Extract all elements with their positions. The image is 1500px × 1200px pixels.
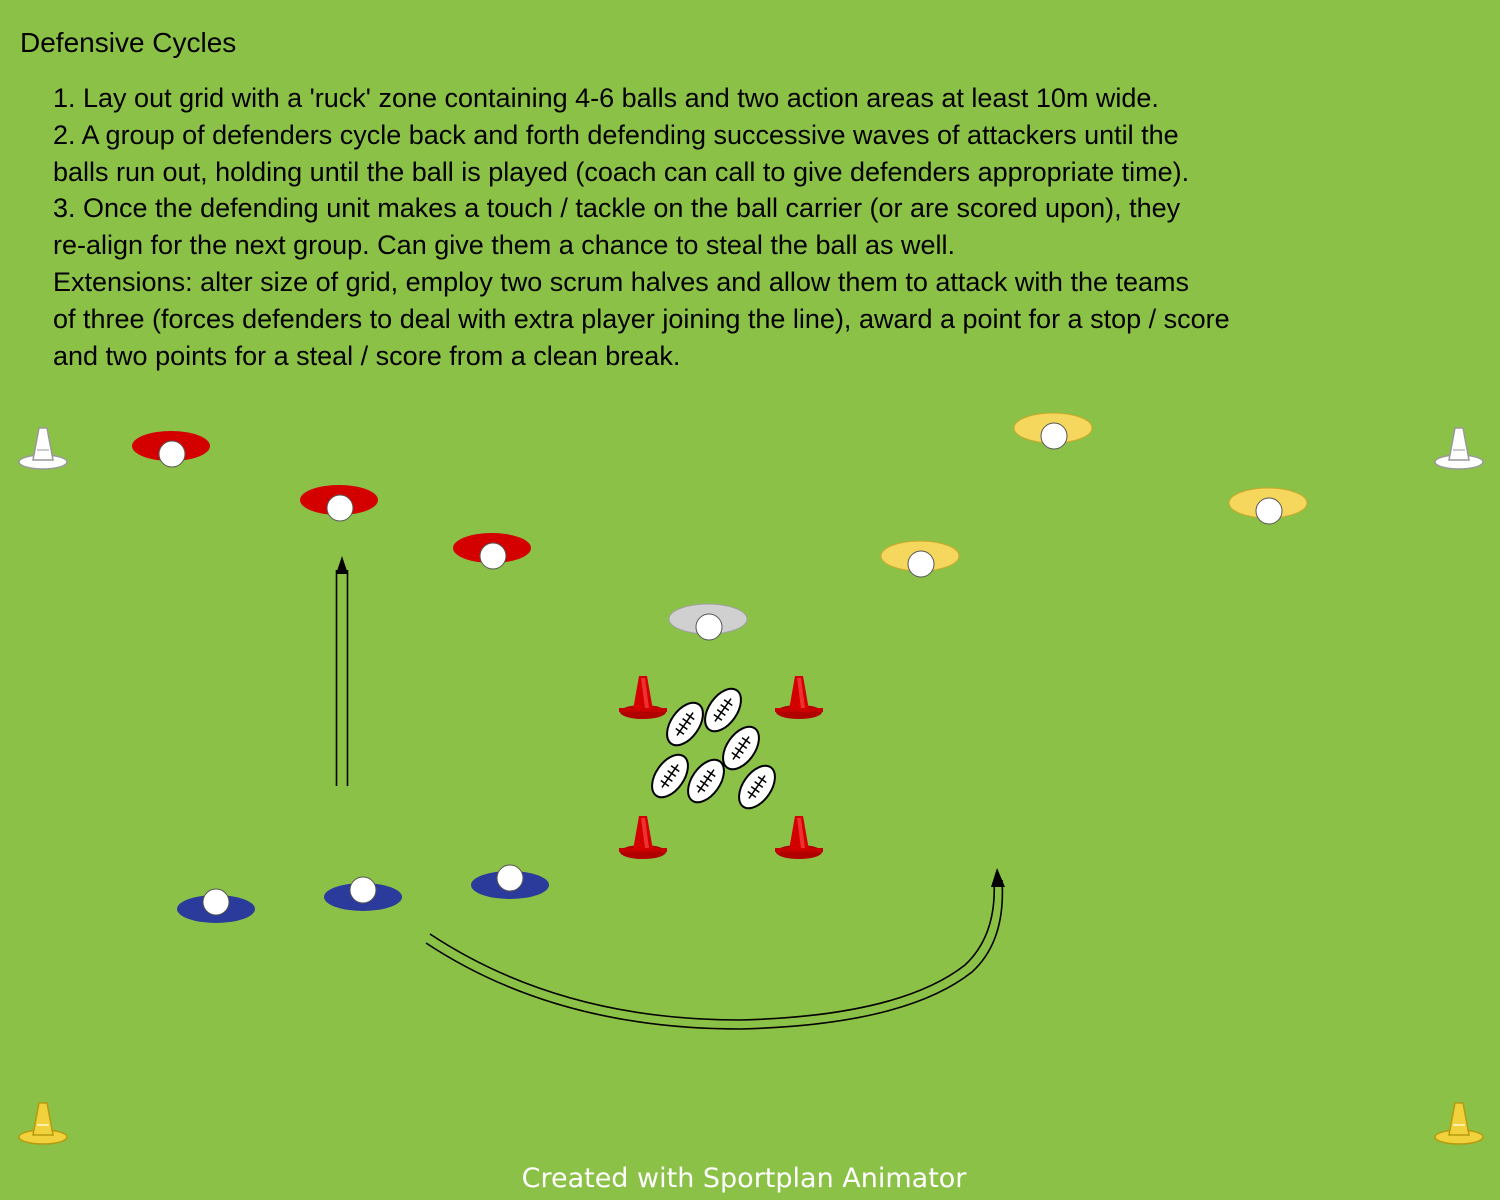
blue-player-marker-icon [471, 864, 549, 899]
rugby-ball-icon [658, 695, 712, 753]
white-cone-icon [1434, 427, 1484, 470]
red-cone-icon [619, 816, 667, 859]
instruction-line: 1. Lay out grid with a 'ruck' zone conta… [53, 83, 1159, 113]
yellow-player-marker-icon [1013, 412, 1093, 450]
instruction-line: 3. Once the defending unit makes a touch… [53, 193, 1181, 224]
blue-player-marker-icon [177, 888, 255, 923]
run-arrow-icon [335, 556, 349, 786]
instruction-line: and two points for a steal / score from … [53, 340, 681, 371]
red-player-marker-icon [453, 533, 531, 570]
red-cone-icon [775, 676, 823, 719]
instruction-line: Extensions: alter size of grid, employ t… [53, 266, 1190, 297]
red-cone-icon [775, 816, 823, 859]
red-player-marker-icon [132, 431, 210, 468]
drill-instructions: 1. Lay out grid with a 'ruck' zone conta… [53, 80, 1230, 374]
yellow-cone-icon [18, 1102, 68, 1145]
blue-player-marker-icon [324, 876, 402, 911]
yellow-player-marker-icon [880, 540, 960, 578]
instruction-line: 2. A group of defenders cycle back and f… [53, 119, 1179, 150]
curved-run-arrow-icon [425, 868, 1005, 1030]
coach-marker-icon [668, 603, 748, 641]
footer-credit: Created with Sportplan Animator [521, 1163, 967, 1194]
yellow-player-marker-icon [1228, 487, 1308, 525]
red-cone-icon [619, 676, 667, 719]
instruction-line: balls run out, holding until the ball is… [53, 156, 1190, 187]
instruction-line: of three (forces defenders to deal with … [53, 303, 1230, 334]
yellow-cone-icon [1434, 1102, 1484, 1145]
white-cone-icon [18, 427, 68, 470]
instruction-line: re-align for the next group. Can give th… [53, 230, 956, 261]
page-title: Defensive Cycles [20, 27, 237, 58]
red-player-marker-icon [300, 485, 378, 522]
